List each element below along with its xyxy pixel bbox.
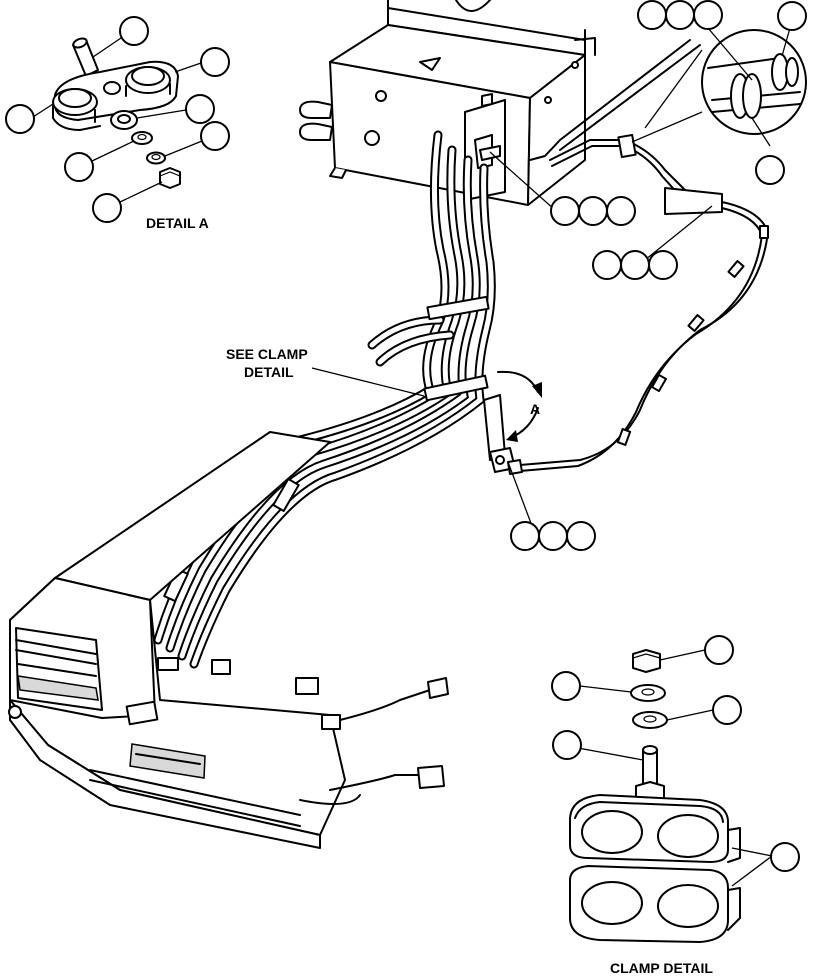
detail-a-label: DETAIL A [146,215,209,231]
balloon-terminal-2 [620,250,650,280]
clamp-detail-label: CLAMP DETAIL [610,960,713,976]
clamp-detail-nut [632,649,661,673]
balloon-detail-a-left-grommet [5,104,35,134]
detail-a-spacer [110,110,138,130]
balloon-detail-a-pin [119,16,149,46]
balloon-terminal-1 [592,250,622,280]
detail-a-group: DETAIL A [32,37,209,231]
detail-a-clamp-block [52,60,179,131]
balloon-clamp-halves [770,842,800,872]
balloon-top-right-3 [693,0,723,30]
balloon-terminal-3 [648,250,678,280]
clamp-detail-upper-half [569,794,741,863]
balloon-ground-2 [538,521,568,551]
detail-a-washer [131,131,153,145]
lower-enclosure [8,431,449,849]
hose-bundle [153,130,496,669]
balloon-switch-3 [606,196,636,226]
balloon-clamp-nut [704,635,734,665]
zoom-circle [631,29,807,143]
balloon-detail-a-block [200,47,230,77]
balloon-ground-1 [510,521,540,551]
balloon-top-right-1 [637,0,667,30]
arrow-a-label: A [530,401,540,417]
balloon-ground-3 [566,521,596,551]
detail-a-pin [72,37,99,77]
balloon-clamp-bolt [552,730,582,760]
balloon-detail-a-spacer [185,94,215,124]
sensor-cable [519,133,769,472]
clamp-detail-bolt [635,745,665,803]
control-box [299,0,701,206]
clamp-detail-washer-2 [632,711,668,729]
see-clamp-leader [311,367,425,397]
detail-a-lockwasher [146,151,166,165]
clamp-detail-washer-1 [630,684,666,702]
see-clamp-label-line1: SEE CLAMP [226,346,308,362]
balloon-detail-a-lockwasher [200,121,230,151]
balloon-clamp-washer-1 [551,671,581,701]
ground-strap [483,394,523,475]
balloon-clamp-washer-2 [712,695,742,725]
detail-a-nut [159,167,181,189]
balloon-switch-2 [578,196,608,226]
balloon-switch-1 [550,196,580,226]
see-clamp-label-line2: DETAIL [244,364,294,380]
clamp-detail-group: CLAMP DETAIL [569,649,773,976]
balloon-zoom-lower [755,155,785,185]
clamp-detail-lower-half [569,865,741,943]
balloon-detail-a-washer [64,152,94,182]
balloon-top-right-2 [665,0,695,30]
rotation-arrow-a: A [497,370,542,442]
balloon-zoom-clamp [777,1,807,31]
callout-balloons [5,0,807,872]
balloon-detail-a-nut [92,193,122,223]
